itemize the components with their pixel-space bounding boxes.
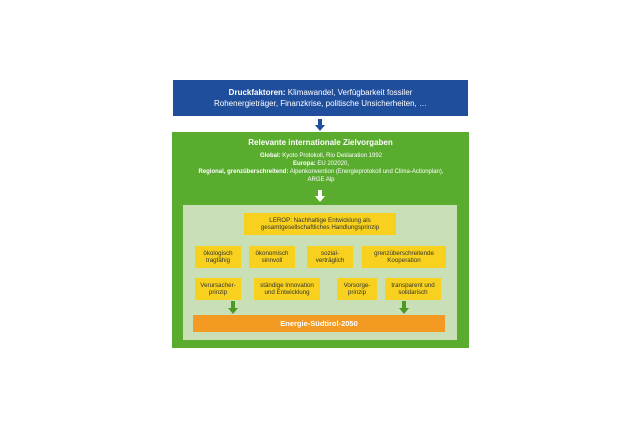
lerop-line-1: LEROP: Nachhaltige Entwicklung als — [269, 216, 371, 224]
principle-line: verträglich — [315, 257, 345, 264]
global-text: Kyoto Protokoll, Rio Deklaration 1992 — [280, 153, 383, 159]
pressure-factors-text-2: Rohenergieträger, Finanzkrise, politisch… — [214, 99, 427, 108]
international-goals-title: Relevante internationale Zielvorgaben — [248, 138, 393, 147]
principle-line: prinzip — [347, 289, 367, 296]
principle-box: Verursacher-prinzip — [195, 278, 241, 300]
global-label: Global: — [259, 153, 281, 159]
principle-line: prinzip — [208, 289, 228, 296]
europa-text: EU 202020, — [315, 161, 350, 167]
principle-line: sozial- — [321, 249, 339, 257]
pressure-factors-text-1: Klimawandel, Verfügbarkeit fossiler — [285, 88, 413, 97]
principle-line: ständige Innovation — [260, 281, 314, 289]
arrow-down-icon — [399, 301, 409, 314]
principle-line: sinnvoll — [261, 257, 283, 264]
lerop-line-2: gesamtgesellschaftliches Handlungsprinzi… — [260, 224, 380, 231]
regional-label: Regional, grenzüberschreitend: — [198, 169, 289, 175]
arrow-down-icon — [228, 301, 238, 314]
principle-line: Kooperation — [387, 257, 421, 264]
regional-text: Alpenkonvention (Energieprotokoll und Cl… — [288, 169, 444, 183]
international-goals-text: Global: Kyoto Protokoll, Rio Deklaration… — [190, 152, 452, 184]
principle-box: Vorsorge-prinzip — [337, 278, 377, 300]
principle-line: ökologisch — [203, 249, 233, 257]
pressure-factors-box: Druckfaktoren: Klimawandel, Verfügbarkei… — [173, 80, 468, 116]
europa-label: Europa: — [292, 161, 316, 167]
arrow-down-icon — [315, 190, 325, 202]
principle-line: solidarisch — [398, 289, 428, 296]
principle-line: Vorsorge- — [343, 281, 371, 289]
principle-line: Verursacher- — [200, 281, 236, 289]
pressure-factors-label: Druckfaktoren: — [228, 88, 286, 97]
principle-line: tragfähig — [205, 257, 231, 264]
energy-2050-box: Energie-Südtirol-2050 — [193, 315, 445, 332]
energy-2050-label: Energie-Südtirol-2050 — [280, 319, 358, 328]
arrow-down-icon — [315, 119, 325, 131]
principle-line: ökonomisch — [255, 249, 289, 257]
principle-line: transparent und — [391, 281, 435, 289]
principle-line: und Entwicklung — [264, 289, 310, 296]
principle-line: grenzüberschreitende — [374, 249, 434, 257]
principle-box: sozial-verträglich — [307, 246, 353, 268]
